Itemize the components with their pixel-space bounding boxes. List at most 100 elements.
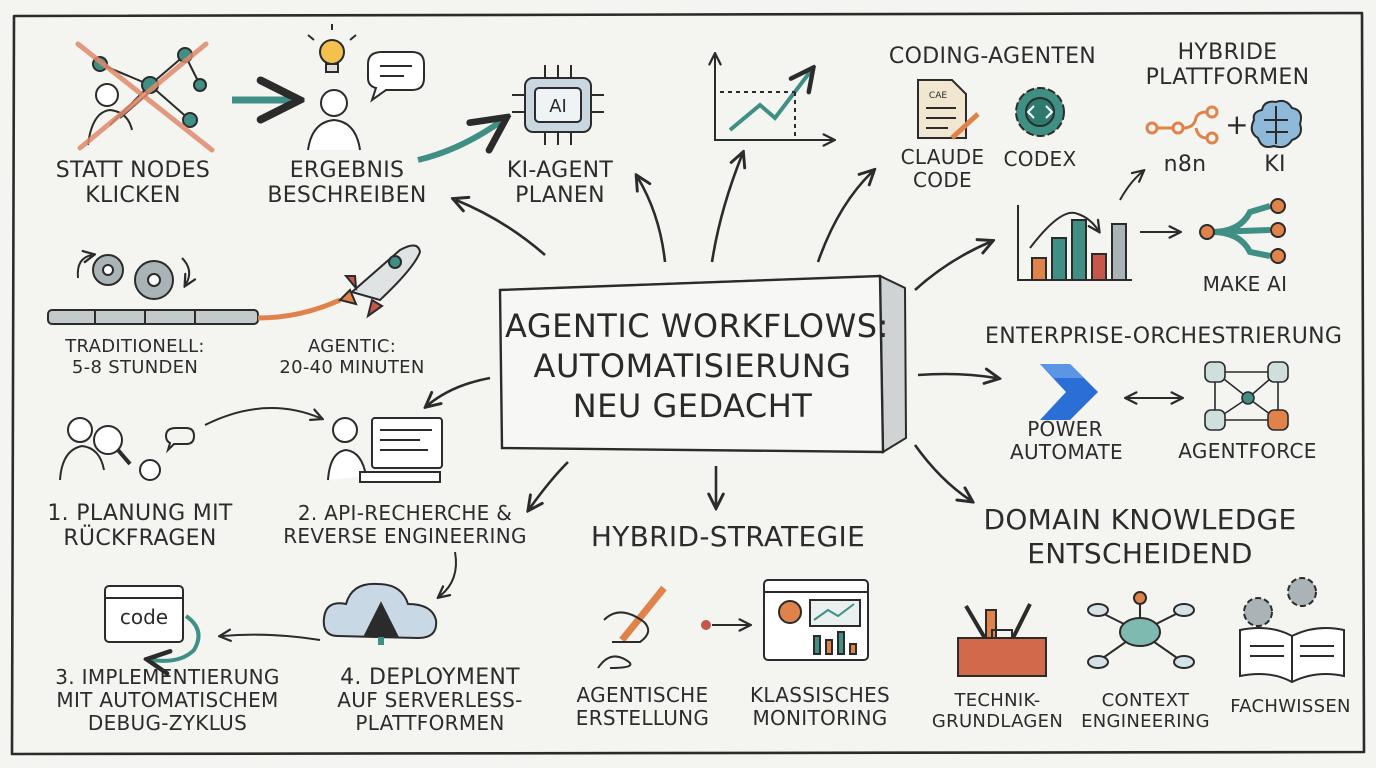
fachwissen-label: FACHWISSEN [1230,696,1351,717]
power-automate-logo-icon [1040,364,1098,420]
step-3-label: 3. IMPLEMENTIERUNG MIT AUTOMATISCHEM DEB… [40,666,295,735]
cloud-upload-icon [322,582,438,645]
ki-agent-line-2: PLANEN [515,183,605,208]
rocket-trail [257,297,342,321]
enterprise-title: ENTERPRISE-ORCHESTRIERUNG [985,324,1343,349]
code-gear-icon [1015,87,1065,137]
ki-agent-label: KI-AGENT PLANEN [495,158,625,208]
power-automate-line-2: AUTOMATE [1010,440,1123,464]
plus-sign: + [1225,108,1249,141]
power-automate-line-1: POWER [1027,417,1103,441]
claude-code-label: CLAUDE CODE [890,146,995,192]
step-3-line-1: 3. IMPLEMENTIERUNG [55,665,280,689]
dashboard-icon [763,579,869,661]
ki-agent-line-1: KI-AGENT [506,158,614,183]
context-line-1: CONTEXT [1101,690,1190,711]
agentforce-network-icon [1204,361,1289,431]
power-automate-label: POWER AUTOMATE [1010,417,1123,464]
code-window-icon [104,585,201,661]
rocket-icon [338,244,422,319]
arrow-step1-to-step2 [204,407,320,426]
ergebnis-label: ERGEBNIS BESCHREIBEN [262,158,432,208]
ergebnis-line-2: BESCHREIBEN [267,183,427,208]
ai-chip-label: AI [549,96,567,117]
arrow-step2-to-step4 [440,551,457,596]
brain-icon [1250,99,1302,149]
book-gears-icon [1239,577,1345,684]
speech-bubble-icon [367,51,425,103]
context-network-icon [1087,591,1195,669]
step-1-line-2: RÜCKFRAGEN [63,526,217,551]
agentic-line-1: AGENTIC: [307,336,397,357]
dot-arrow [701,620,748,630]
step-1-label: 1. PLANUNG MIT RÜCKFRAGEN [40,501,240,551]
code-window-label: code [120,605,168,629]
gears-icon [76,255,189,300]
technik-line-1: TECHNIK- [954,690,1041,711]
ki-label: KI [1264,152,1286,177]
step-3-line-3: DEBUG-ZYKLUS [87,711,248,735]
agentforce-label: AGENTFORCE [1178,439,1317,463]
hybride-line-2: PLATTFORMEN [1145,65,1310,90]
center-arrows [428,155,996,508]
codex-label: CODEX [1003,147,1077,171]
center-title-line-2: AUTOMATISIERUNG [533,347,852,385]
klassisches-line-2: MONITORING [752,706,888,730]
center-title-line-3: NEU GEDACHT [572,387,813,425]
cross-out-icon [75,41,215,153]
document-label: CAE [929,91,947,101]
center-title: AGENTIC WORKFLOWS: AUTOMATISIERUNG NEU G… [505,306,889,426]
step-2-line-1: 2. API-RECHERCHE & [297,501,513,525]
arrow-step4-to-step3 [222,635,321,640]
toolbox-icon [957,603,1047,677]
step-4-line-2: AUF SERVERLESS- [337,688,523,712]
claude-code-line-2: CODE [913,168,972,192]
agentische-line-1: AGENTISCHE [576,683,709,707]
traditionell-line-2: 5-8 STUNDEN [71,357,199,378]
step-3-line-2: MIT AUTOMATISCHEM [56,688,279,712]
klassisches-label: KLASSISCHES MONITORING [745,684,895,730]
agentische-line-2: ERSTELLUNG [575,706,710,730]
traditionell-line-1: TRADITIONELL: [65,336,205,357]
arrow-to-n8n [1119,172,1142,201]
step-1-line-1: 1. PLANUNG MIT [47,501,233,526]
lightbulb-icon [307,24,357,73]
step-2-label: 2. API-RECHERCHE & REVERSE ENGINEERING [270,502,540,548]
step-4-line-3: PLATTFORMEN [355,711,505,735]
hybrid-strategie-title: HYBRID-STRATEGIE [590,520,866,553]
context-line-2: ENGINEERING [1081,711,1210,732]
center-box [498,274,908,454]
n8n-logo-icon [1145,105,1219,145]
make-flow-icon [1199,198,1286,264]
agentic-label: AGENTIC: 20-40 MINUTEN [262,336,442,378]
domain-line-1: DOMAIN KNOWLEDGE [983,503,1297,536]
statt-nodes-label: STATT NODES KLICKEN [48,158,218,208]
magnifier-person-icon [59,417,196,481]
statt-nodes-line-2: KLICKEN [85,183,181,208]
arrow-to-ki-agent [417,122,500,163]
person-computer-icon [327,417,443,483]
technik-label: TECHNIK- GRUNDLAGEN [930,690,1065,732]
document-pen-icon [917,79,980,140]
context-label: CONTEXT ENGINEERING [1078,690,1213,732]
claude-code-line-1: CLAUDE [900,145,985,169]
growth-chart-icon [715,56,832,140]
traditionell-label: TRADITIONELL: 5-8 STUNDEN [55,336,215,378]
klassisches-line-1: KLASSISCHES [749,683,891,707]
n8n-label: n8n [1163,152,1207,177]
domain-line-2: ENTSCHEIDEND [1027,537,1253,570]
person-icon [307,89,361,151]
bar-chart-icon [1017,205,1132,281]
statt-nodes-line-1: STATT NODES [55,158,211,183]
center-title-line-1: AGENTIC WORKFLOWS: [505,307,889,345]
hybride-line-1: HYBRIDE [1177,40,1278,65]
outer-frame [10,11,1366,756]
ergebnis-line-1: ERGEBNIS [289,158,405,183]
hybride-plattformen-title: HYBRIDE PLATTFORMEN [1125,40,1330,90]
agentische-label: AGENTISCHE ERSTELLUNG [570,684,715,730]
step-2-line-2: REVERSE ENGINEERING [283,524,527,548]
progress-bar-track [47,309,259,325]
technik-line-2: GRUNDLAGEN [931,711,1064,732]
ai-chip-icon [512,65,604,145]
